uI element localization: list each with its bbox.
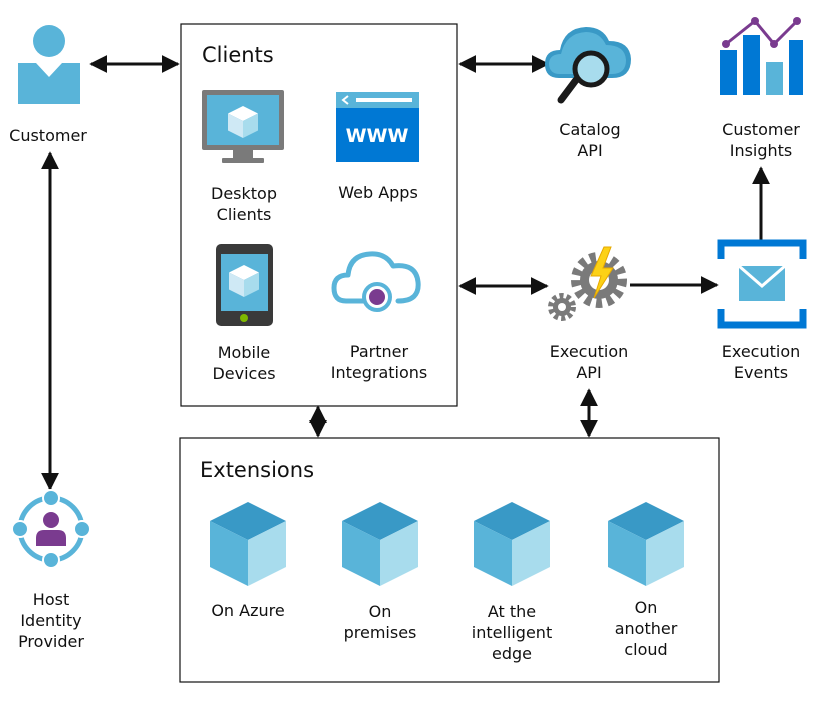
catalog-api-label: Catalog API	[559, 120, 621, 160]
extension-on-premises-label: On premises	[343, 602, 417, 642]
mobile-devices-label: Mobile Devices	[212, 343, 276, 383]
extensions-box	[179, 437, 720, 683]
customer-label: Customer	[9, 126, 87, 145]
partner-integrations-label: Partner Integrations	[330, 342, 428, 382]
extension-on-azure-label: On Azure	[211, 601, 285, 620]
extension-another-cloud-label: On another cloud	[614, 598, 678, 659]
execution-api-icon	[548, 246, 627, 321]
customer-icon	[18, 25, 80, 104]
cube-another-cloud-icon	[608, 502, 684, 586]
host-identity-label: Host Identity Provider	[18, 590, 84, 651]
customer-insights-icon	[720, 17, 803, 95]
desktop-clients-label: Desktop Clients	[211, 184, 277, 224]
mobile-icon	[216, 244, 273, 326]
web-apps-label: Web Apps	[338, 183, 418, 202]
cube-on-premises-icon	[342, 502, 418, 586]
catalog-api-icon	[545, 27, 631, 104]
web-apps-icon	[336, 92, 419, 162]
www-text: WWW	[346, 125, 409, 147]
clients-title: Clients	[202, 43, 274, 67]
execution-events-label: Execution Events	[721, 342, 801, 382]
partner-integrations-icon	[331, 251, 421, 312]
execution-events-icon	[717, 239, 807, 329]
extension-intelligent-edge-label: At the intelligent edge	[471, 602, 553, 663]
cube-on-azure-icon	[210, 502, 286, 586]
execution-api-label: Execution API	[549, 342, 629, 382]
customer-insights-label: Customer Insights	[722, 120, 800, 160]
desktop-icon	[202, 90, 284, 163]
cube-intelligent-edge-icon	[474, 502, 550, 586]
extensions-title: Extensions	[200, 458, 315, 482]
host-identity-icon	[11, 489, 91, 569]
